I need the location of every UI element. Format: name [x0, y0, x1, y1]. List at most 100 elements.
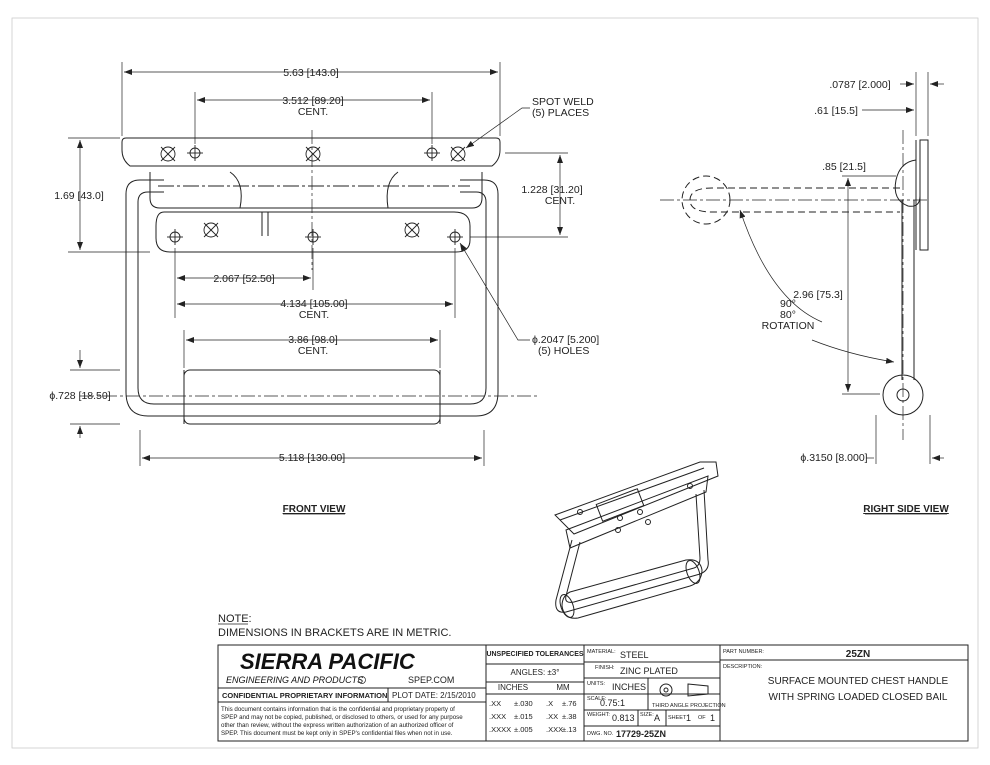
dwg-number: 17729-25ZN — [616, 729, 666, 739]
plot-date: PLOT DATE: 2/15/2010 — [392, 691, 476, 700]
hole — [167, 229, 183, 245]
units-value: INCHES — [612, 682, 646, 692]
isometric-view — [554, 461, 719, 619]
projection-label: THIRD ANGLE PROJECTION — [652, 703, 726, 709]
confidential-line: This document contains information that … — [221, 706, 455, 713]
hole — [424, 145, 440, 161]
sheet-value: 1 — [686, 713, 691, 723]
part-number: 25ZN — [846, 649, 870, 660]
description-label: DESCRIPTION: — [723, 664, 763, 670]
mm-header: MM — [556, 683, 570, 692]
units-label: UNITS: — [587, 681, 606, 687]
title-block — [217, 644, 969, 742]
tol-cell: ±.38 — [562, 712, 577, 721]
company-subtitle: ENGINEERING AND PRODUCTS — [226, 675, 363, 685]
side-view-title: RIGHT SIDE VIEW — [863, 504, 949, 515]
sheet-border — [11, 17, 979, 749]
dim-0787: .0787 [2.000] — [829, 79, 890, 91]
tol-cell: ±.76 — [562, 699, 577, 708]
hole-count: (5) HOLES — [538, 345, 589, 357]
confidential-line: SPEP. This document must be kept only in… — [221, 730, 453, 737]
bail-rod — [125, 179, 499, 417]
hole — [187, 145, 203, 161]
note-heading: NOTE: — [218, 613, 252, 625]
spot-weld — [404, 222, 420, 238]
dim-296: 2.96 [75.3] — [793, 289, 843, 301]
spot-weld — [203, 222, 219, 238]
tol-cell: .XX — [546, 712, 558, 721]
dim-height: 1.69 [43.0] — [54, 190, 104, 202]
weight-value: 0.813 — [612, 713, 635, 723]
dim-085: .85 [21.5] — [822, 161, 866, 173]
angles-tolerance: ANGLES: ±3° — [511, 668, 560, 677]
side-plate — [919, 139, 929, 251]
spot-weld — [450, 146, 466, 162]
tol-cell: ±.13 — [562, 725, 577, 734]
dim-386-note: CENT. — [298, 345, 328, 357]
rotation-90: 90° — [780, 298, 796, 310]
note-text: DIMENSIONS IN BRACKETS ARE IN METRIC. — [218, 627, 451, 639]
dim-bottom-width: 5.118 [130.00] — [279, 452, 345, 464]
of-label: OF — [698, 715, 706, 721]
tol-cell: ±.015 — [514, 712, 533, 721]
spot-weld — [160, 146, 176, 162]
dim-2067: 2.067 [52.50] — [213, 273, 274, 285]
size-value: A — [654, 713, 660, 723]
rotation-80: 80° — [780, 309, 796, 321]
spot-weld-label: SPOT WELD — [532, 96, 594, 108]
spot-weld-count: (5) PLACES — [532, 107, 589, 119]
company-logo: SIERRA PACIFIC — [240, 649, 416, 674]
front-dimensions — [68, 62, 568, 466]
dim-3150: ϕ.3150 [8.000] — [800, 452, 867, 464]
right-side-view — [660, 130, 930, 440]
tol-cell: .X — [546, 699, 553, 708]
description-line: WITH SPRING LOADED CLOSED BAIL — [769, 692, 948, 703]
dim-4134-note: CENT. — [299, 309, 329, 321]
dim-386: 3.86 [98.0] — [288, 334, 338, 346]
front-view — [80, 130, 540, 425]
finish-value: ZINC PLATED — [620, 666, 678, 676]
sheet-label: SHEET — [668, 715, 687, 721]
confidential-line: other than review, without the express w… — [221, 722, 454, 729]
mounting-holes — [167, 145, 463, 245]
hole — [305, 229, 321, 245]
confidential-heading: CONFIDENTIAL PROPRIETARY INFORMATION — [222, 691, 387, 700]
hole-callout: ϕ.2047 [5.200] — [532, 334, 599, 346]
tol-cell: .XX — [489, 699, 501, 708]
company-website: SPEP.COM — [408, 675, 454, 685]
finish-label: FINISH: — [595, 665, 615, 671]
spot-weld — [305, 146, 321, 162]
dim-weld-centers: 3.512 [89.20] — [282, 95, 343, 107]
description-line: SURFACE MOUNTED CHEST HANDLE — [768, 676, 949, 687]
size-label: SIZE: — [640, 712, 654, 718]
tolerance-header: UNSPECIFIED TOLERANCES — [486, 651, 583, 658]
dim-overall-width: 5.63 [143.0] — [283, 67, 339, 79]
rotation-label: ROTATION — [762, 320, 815, 332]
tol-cell: .XXX — [489, 712, 506, 721]
mounting-plate — [121, 137, 501, 167]
dim-061: .61 [15.5] — [814, 105, 858, 117]
tol-cell: .XXX — [546, 725, 563, 734]
hole — [447, 229, 463, 245]
dim-hole-row: 1.228 [31.20] — [521, 184, 582, 196]
scale-label: SCALE: — [587, 696, 607, 702]
material-value: STEEL — [620, 650, 649, 660]
dim-grip-diameter: ϕ.728 [18.50] — [49, 390, 110, 402]
front-view-title: FRONT VIEW — [283, 504, 346, 515]
scale-value: 0.75:1 — [600, 698, 625, 708]
tol-cell: ±.005 — [514, 725, 533, 734]
iso-grip — [561, 559, 703, 619]
iso-plate — [554, 461, 719, 535]
dim-4134: 4.134 [105.00] — [280, 298, 347, 310]
side-dimensions — [739, 72, 944, 464]
dwg-label: DWG. NO. — [587, 731, 614, 737]
tol-cell: ±.030 — [514, 699, 533, 708]
confidential-line: SPEP and may not be copied, published, o… — [221, 714, 463, 721]
tol-cell: .XXXX — [489, 725, 511, 734]
part-label: PART NUMBER: — [723, 649, 764, 655]
inches-header: INCHES — [498, 683, 528, 692]
sheets-value: 1 — [710, 713, 715, 723]
dim-hole-row-note: CENT. — [545, 195, 575, 207]
dim-weld-centers-note: CENT. — [298, 106, 328, 118]
